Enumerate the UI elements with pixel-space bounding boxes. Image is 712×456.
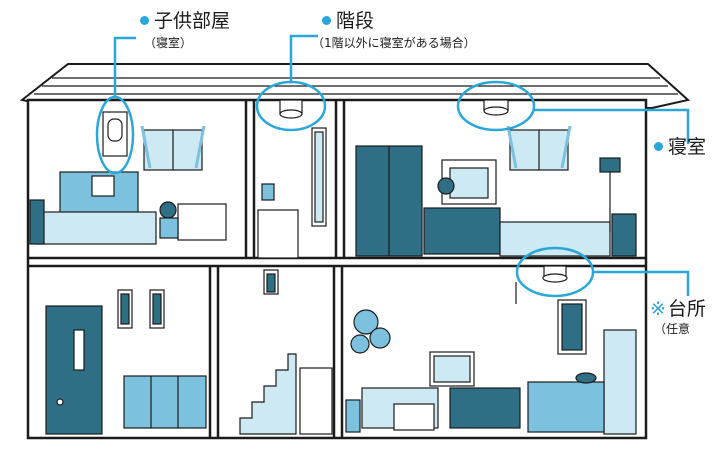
roof <box>19 63 691 109</box>
note-mark: ※ <box>650 298 666 320</box>
label-kitchen: ※台所 （任意 <box>650 298 706 336</box>
child-room-furniture <box>29 111 227 245</box>
label-bedroom: 寝室 <box>654 136 706 158</box>
bullet-dot-icon <box>654 142 663 151</box>
label-kitchen-title: 台所 <box>667 298 706 320</box>
bedroom-furniture <box>355 99 637 257</box>
label-stairs-title: 階段 <box>336 10 375 32</box>
label-child-room-sub: （寝室） <box>144 36 193 50</box>
staircase-lower <box>239 269 333 435</box>
bullet-dot-icon <box>140 16 149 25</box>
bullet-dot-icon <box>322 16 331 25</box>
callout-stairs <box>255 34 327 132</box>
label-bedroom-title: 寝室 <box>668 136 707 158</box>
label-kitchen-sub: （任意 <box>654 322 691 336</box>
callouts <box>95 34 690 298</box>
entrance-furniture <box>45 289 207 435</box>
kitchen-living-furniture <box>345 265 637 435</box>
callout-kitchen <box>515 246 690 298</box>
stair-landing-upper <box>257 99 327 259</box>
label-stairs-sub: （1階以外に寝室がある場合） <box>312 36 476 50</box>
callout-bedroom <box>456 80 690 144</box>
label-child-room-title: 子供部屋 <box>154 10 231 32</box>
label-stairs: 階段 （1階以外に寝室がある場合） <box>312 10 476 50</box>
label-child-room: 子供部屋 （寝室） <box>140 10 230 50</box>
callout-child-room <box>95 36 136 175</box>
